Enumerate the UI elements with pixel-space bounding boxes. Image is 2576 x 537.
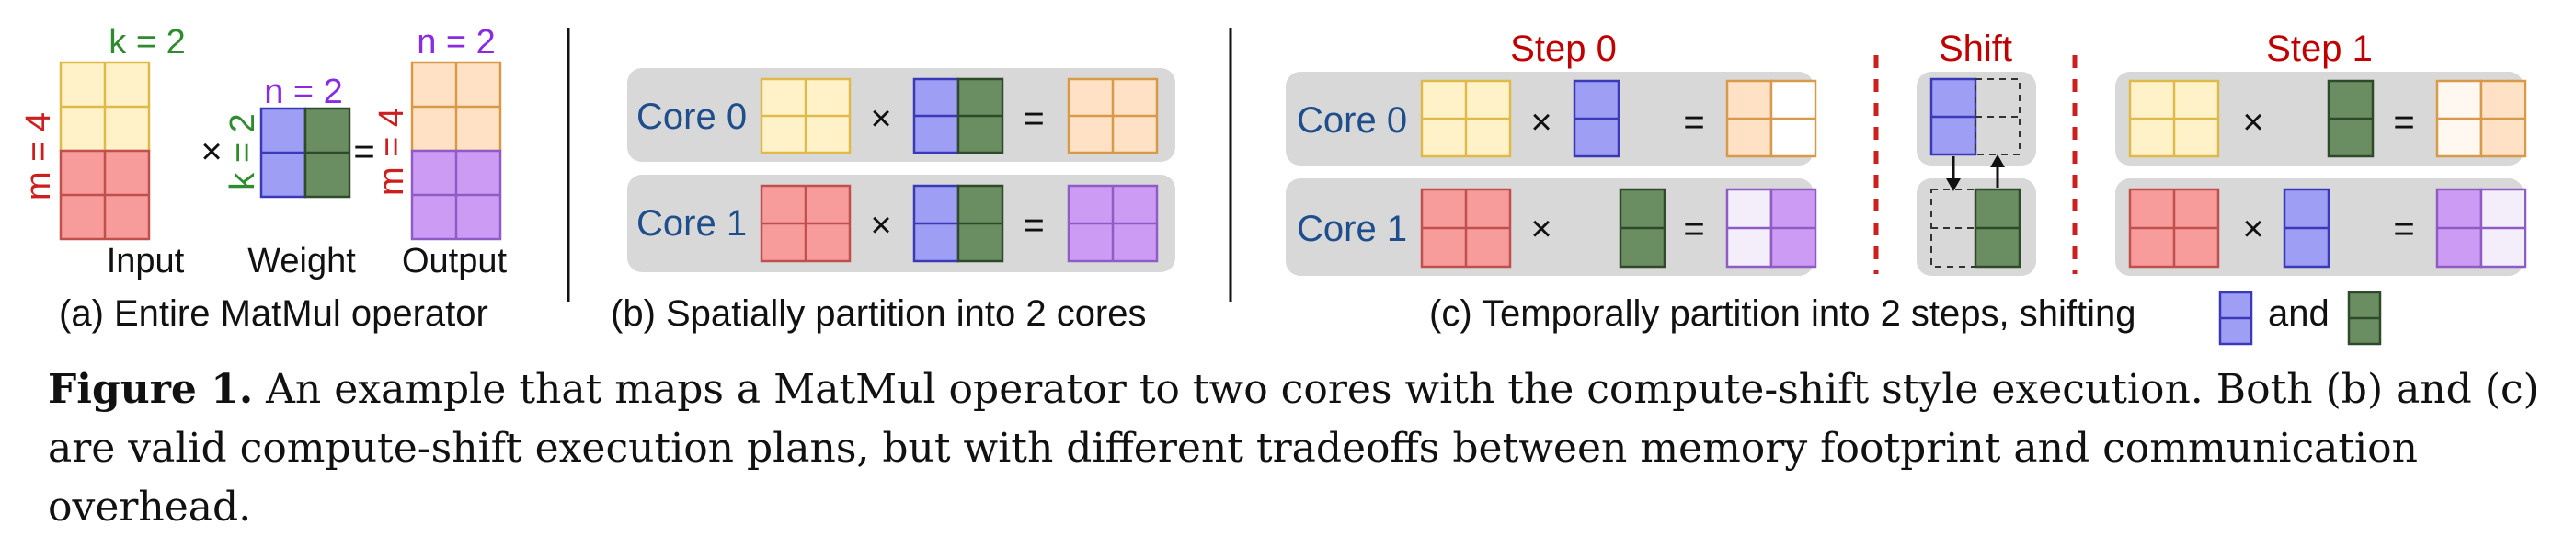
caption-c-green-swatch bbox=[2347, 291, 2382, 346]
input-label: Input bbox=[107, 242, 185, 280]
core1-label: Core 1 bbox=[636, 203, 747, 244]
core0-equals: = bbox=[1023, 98, 1044, 139]
n-label-output: n = 2 bbox=[417, 23, 496, 62]
step0-core1-equals: = bbox=[1683, 209, 1704, 249]
shift-down-arrow bbox=[1946, 156, 1961, 191]
step1-core1-equals: = bbox=[2393, 209, 2414, 249]
step0-core1-input bbox=[1420, 188, 1512, 268]
step0-core0-panel bbox=[1286, 72, 1814, 166]
figure-caption: Figure 1. An example that maps a MatMul … bbox=[48, 360, 2549, 537]
core1-times: × bbox=[870, 205, 891, 246]
core1-weight-block bbox=[912, 184, 1004, 263]
k-label: k = 2 bbox=[109, 23, 185, 62]
step0-core1-weight bbox=[1619, 188, 1666, 268]
step0-core0-times: × bbox=[1530, 102, 1551, 143]
step1-core0-weight bbox=[2327, 79, 2375, 158]
shift-core1-blocks bbox=[1930, 188, 2021, 268]
weight-label: Weight bbox=[247, 242, 356, 280]
step1-core0-equals: = bbox=[2393, 102, 2414, 143]
caption-c-blue-swatch bbox=[2218, 291, 2253, 346]
step1-core1-input bbox=[2128, 188, 2220, 268]
caption-b: (b) Spatially partition into 2 cores bbox=[611, 293, 1147, 334]
core1-input-block bbox=[760, 184, 852, 263]
k-label-weight: k = 2 bbox=[223, 113, 262, 189]
core1-output-block bbox=[1067, 184, 1159, 263]
core0-label: Core 0 bbox=[636, 97, 747, 137]
input-matrix bbox=[59, 61, 151, 241]
step1-core1-output bbox=[2435, 188, 2527, 268]
shift-label: Shift bbox=[1939, 29, 2012, 69]
step1-core0-times: × bbox=[2242, 102, 2263, 143]
step0-core0-label: Core 0 bbox=[1297, 100, 1407, 141]
step1-core1-weight bbox=[2283, 188, 2330, 268]
equals-sign: = bbox=[353, 131, 374, 172]
caption-c-and: and bbox=[2268, 293, 2330, 334]
shift-up-arrow bbox=[1990, 154, 2005, 188]
panel-b: Core 0 × = Core 1 × bbox=[611, 68, 1175, 334]
panel-a: k = 2 m = 4 × n = 2 k = 2 = m = 4 n = 2 bbox=[19, 23, 507, 334]
core0-output-block bbox=[1067, 77, 1159, 154]
step0-core1-label: Core 1 bbox=[1297, 209, 1407, 249]
step0-core0-input bbox=[1420, 79, 1512, 158]
step0-core0-output bbox=[1725, 79, 1817, 158]
matmul-figure: k = 2 m = 4 × n = 2 k = 2 = m = 4 n = 2 bbox=[19, 23, 2527, 346]
core0-weight-block bbox=[912, 77, 1004, 154]
step1-label: Step 1 bbox=[2266, 29, 2373, 69]
core0-input-block bbox=[760, 77, 852, 154]
step0-core0-equals: = bbox=[1683, 102, 1704, 143]
shift-core0-blocks bbox=[1929, 77, 2021, 156]
step0-core1-output bbox=[1725, 188, 1817, 268]
caption-c: (c) Temporally partition into 2 steps, s… bbox=[1429, 293, 2136, 334]
times-sign: × bbox=[200, 131, 222, 172]
figure-caption-label: Figure 1. bbox=[48, 366, 254, 413]
step0-core1-times: × bbox=[1530, 209, 1551, 249]
caption-a: (a) Entire MatMul operator bbox=[59, 293, 488, 334]
output-label: Output bbox=[402, 242, 508, 280]
panel-c: Step 0 Shift Step 1 Core 0 × = Core 1 bbox=[1286, 29, 2527, 346]
n-label: n = 2 bbox=[264, 73, 343, 111]
core0-times: × bbox=[870, 98, 891, 139]
step1-core0-output bbox=[2435, 79, 2527, 158]
figure-caption-text: An example that maps a MatMul operator t… bbox=[48, 366, 2539, 531]
step1-core1-times: × bbox=[2242, 209, 2263, 249]
output-matrix bbox=[410, 61, 502, 241]
m-label-input: m = 4 bbox=[19, 112, 58, 200]
step1-core0-input bbox=[2128, 79, 2220, 158]
weight-matrix bbox=[259, 107, 351, 199]
step0-core1-panel bbox=[1286, 178, 1814, 276]
core1-equals: = bbox=[1023, 205, 1044, 246]
step0-label: Step 0 bbox=[1510, 29, 1617, 69]
step0-core0-weight bbox=[1573, 79, 1620, 158]
m-label-output: m = 4 bbox=[372, 108, 411, 196]
